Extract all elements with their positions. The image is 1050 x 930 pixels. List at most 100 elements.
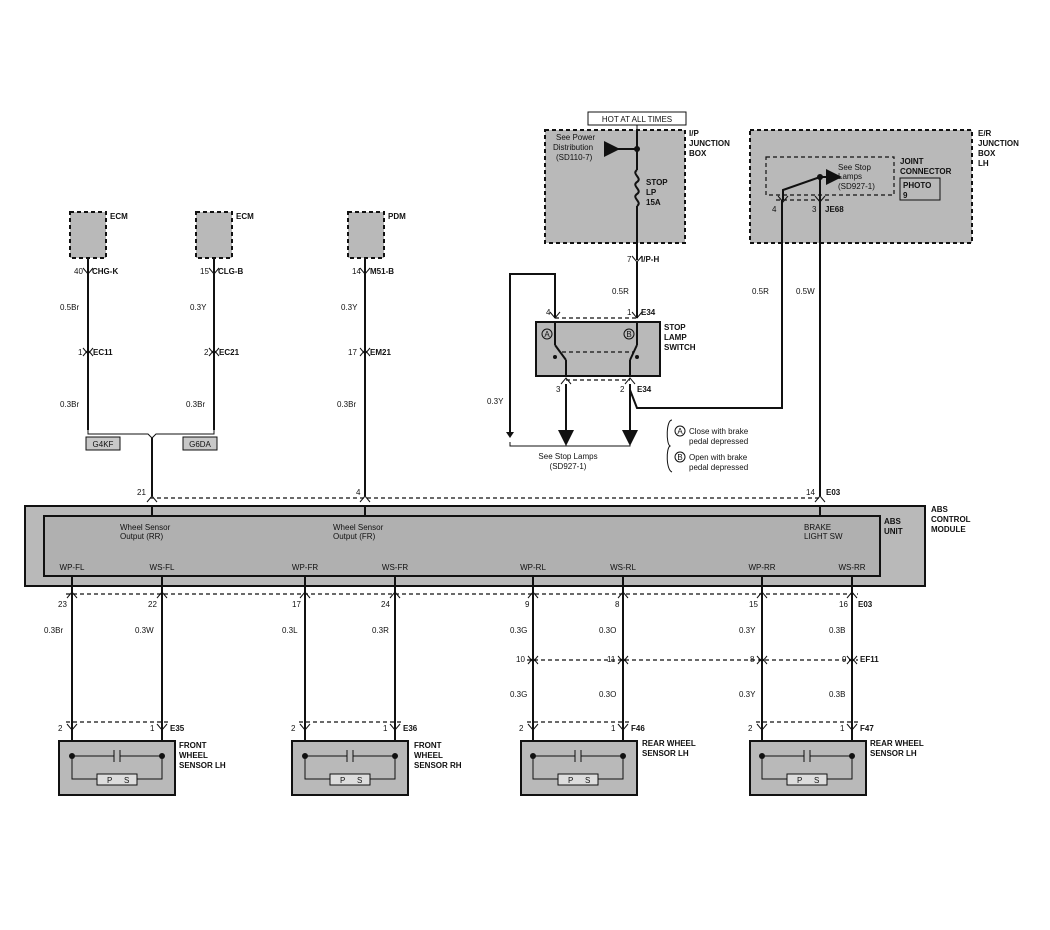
er-junction-label-3: BOX	[978, 149, 996, 158]
out-rr-1: Wheel Sensor	[120, 523, 171, 532]
legend-b-mark: B	[677, 453, 682, 462]
er-junction-label-2: JUNCTION	[978, 139, 1019, 148]
term-ws-fr: WS-FR	[382, 563, 408, 572]
legend-brace	[666, 419, 673, 473]
sensor2-pin1: 1	[383, 724, 388, 733]
sensor4-connector: F47	[860, 724, 874, 733]
ec11-connector: EC11	[93, 348, 113, 357]
switch-e34-top: E34	[641, 308, 656, 317]
stop-lamps-arrow	[782, 169, 842, 200]
ecm-module-1	[69, 211, 107, 259]
switch-pin3: 3	[556, 385, 561, 394]
ef11-pin10: 10	[516, 655, 525, 664]
see-power-3: (SD110-7)	[556, 153, 593, 162]
wire-fr-wp: 0.3L	[282, 626, 298, 635]
ef11-pin8: 8	[750, 655, 755, 664]
switch-e34-bottom: E34	[637, 385, 652, 394]
wire-0-3y-left: 0.3Y	[487, 397, 504, 406]
stop-lamp-switch	[535, 321, 661, 377]
je68-connector: JE68	[825, 205, 844, 214]
je68-pin4: 4	[772, 205, 777, 214]
stop-lamp-switch-label-1: STOP	[664, 323, 686, 332]
see-power-2: Distribution	[553, 143, 593, 152]
sensor3-pin2: 2	[519, 724, 524, 733]
pdm-module	[347, 211, 385, 259]
ecm1-connector: CHG-K	[92, 267, 118, 276]
abs-pin-16: 16	[839, 600, 848, 609]
legend-a-mark: A	[677, 427, 683, 436]
switch-a-mark: A	[544, 330, 550, 339]
wire-rl-wp: 0.3G	[510, 626, 527, 635]
wire-0-3br-2: 0.3Br	[186, 400, 205, 409]
see-stop-top-1: See Stop	[838, 163, 871, 172]
fuse-label-2: LP	[646, 188, 657, 197]
sensor2-s: S	[357, 776, 362, 785]
photo-box	[899, 177, 941, 201]
wire-rl-wp-2: 0.3G	[510, 690, 527, 699]
wire-rl-ws-2: 0.3O	[599, 690, 616, 699]
term-wp-fr: WP-FR	[292, 563, 318, 572]
stop-lamp-switch-label-2: LAMP	[664, 333, 687, 342]
ip-pin: 7	[627, 255, 632, 264]
hot-at-all-times-label: HOT AT ALL TIMES	[602, 115, 672, 124]
see-stop-lamps-1: See Stop Lamps	[538, 452, 597, 461]
abs-module-label-1: ABS	[931, 505, 949, 514]
term-ws-rr: WS-RR	[838, 563, 865, 572]
ec21-connector: EC21	[219, 348, 240, 357]
switch-b-mark: B	[626, 330, 631, 339]
wire-0-3y-ecm2: 0.3Y	[190, 303, 207, 312]
abs-pin-22: 22	[148, 600, 157, 609]
wire-rr-wp-2: 0.3Y	[739, 690, 756, 699]
abs-unit	[43, 515, 881, 577]
abs-pin-23: 23	[58, 600, 67, 609]
stop-lamp-switch-label-3: SWITCH	[664, 343, 696, 352]
wire-0-3y-pdm: 0.3Y	[341, 303, 358, 312]
sensor4-p: P	[797, 776, 802, 785]
sensor-front-rh: 2 1 E36 P S FRONT WHEEL SENSOR RH	[291, 721, 462, 796]
brake-light-1: BRAKE	[804, 523, 831, 532]
term-ws-rl: WS-RL	[610, 563, 636, 572]
g4kf-tag	[85, 436, 121, 451]
abs-pin-8: 8	[615, 600, 620, 609]
sensor4-pin1: 1	[840, 724, 845, 733]
legend-b-1: Open with brake	[689, 453, 748, 462]
joint-connector-label-1: JOINT	[900, 157, 924, 166]
photo-label-1: PHOTO	[903, 181, 931, 190]
wire-0-5r-je68: 0.5R	[752, 287, 769, 296]
abs-module-label-3: MODULE	[931, 525, 966, 534]
abs-pin4: 4	[356, 488, 361, 497]
sensor3-pin1: 1	[611, 724, 616, 733]
abs-e03-bottom: E03	[858, 600, 873, 609]
sensor-rear-lh: 2 1 F46 P S REAR WHEEL SENSOR LH	[519, 721, 696, 796]
g4kf-label: G4KF	[93, 440, 114, 449]
sensor4-pin2: 2	[748, 724, 753, 733]
ecm1-pin: 40	[74, 267, 83, 276]
pdm-connector: M51-B	[370, 267, 394, 276]
brake-light-2: LIGHT SW	[804, 532, 843, 541]
ecm-label-2: ECM	[236, 212, 254, 221]
switch-pin4: 4	[546, 308, 551, 317]
fuse-label-3: 15A	[646, 198, 661, 207]
sensor-rear-rh: 2 1 F47 P S REAR WHEEL SENSOR LH	[748, 721, 924, 796]
sensor1-pin2: 2	[58, 724, 63, 733]
switch-b-icon	[623, 328, 635, 340]
ec21-pin: 2	[204, 348, 209, 357]
wire-0-3br-1: 0.3Br	[60, 400, 79, 409]
abs-pin-17: 17	[292, 600, 301, 609]
sensor3-p: P	[568, 776, 573, 785]
sensor1-connector: E35	[170, 724, 185, 733]
sensor2-p: P	[340, 776, 345, 785]
sensor4-s: S	[814, 776, 819, 785]
je68-pin3: 3	[812, 205, 817, 214]
ecm2-connector: CLG-B	[218, 267, 244, 276]
wire-rr-ws-2: 0.3B	[829, 690, 845, 699]
ecm-label-1: ECM	[110, 212, 128, 221]
g6da-tag	[182, 436, 218, 451]
switch-a-icon	[541, 328, 553, 340]
sensor-front-lh: 2 1 E35 P S FRONT WHEEL SENSOR LH	[58, 721, 226, 796]
fuse-icon	[634, 169, 640, 207]
wire-rr-ws: 0.3B	[829, 626, 845, 635]
em21-connector: EM21	[370, 348, 391, 357]
wire-fl-ws: 0.3W	[135, 626, 154, 635]
